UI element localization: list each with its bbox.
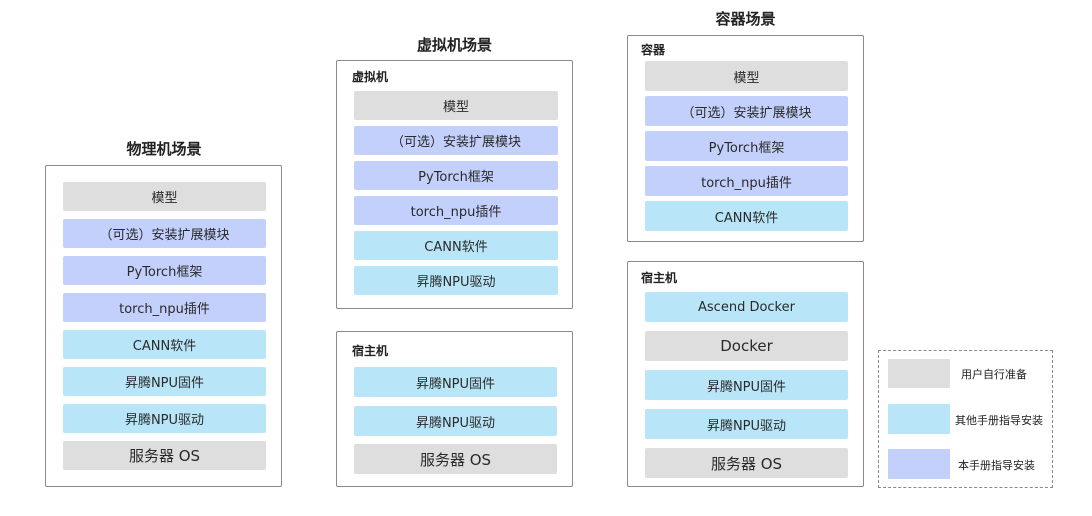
container-title: 容器场景 [715, 10, 776, 28]
legend-label-other: 其他手册指导安装 [955, 414, 1043, 427]
container-block-extension: （可选）安装扩展模块 [645, 96, 848, 126]
physical-panel: 模型 （可选）安装扩展模块 PyTorch框架 torch_npu插件 CANN… [45, 165, 282, 487]
container-guest-panel: 容器 模型 （可选）安装扩展模块 PyTorch框架 torch_npu插件 C… [627, 35, 864, 242]
physical-block-extension: （可选）安装扩展模块 [63, 219, 266, 248]
vm-guest-panel: 虚拟机 模型 （可选）安装扩展模块 PyTorch框架 torch_npu插件 … [336, 60, 573, 309]
vm-host-block-firmware: 昇腾NPU固件 [354, 367, 557, 397]
physical-block-driver: 昇腾NPU驱动 [63, 404, 266, 433]
legend: 用户自行准备 其他手册指导安装 本手册指导安装 [878, 350, 1053, 488]
container-block-pytorch: PyTorch框架 [645, 131, 848, 161]
vm-host-block-os: 服务器 OS [354, 444, 557, 474]
physical-block-firmware: 昇腾NPU固件 [63, 367, 266, 396]
container-host-panel: 宿主机 Ascend Docker Docker 昇腾NPU固件 昇腾NPU驱动… [627, 261, 864, 487]
container-guest-label: 容器 [641, 43, 666, 57]
vm-host-label: 宿主机 [352, 344, 389, 358]
vm-block-torch-npu: torch_npu插件 [354, 196, 558, 225]
physical-title: 物理机场景 [126, 140, 202, 158]
vm-block-cann: CANN软件 [354, 231, 558, 260]
physical-block-model: 模型 [63, 182, 266, 211]
vm-block-driver: 昇腾NPU驱动 [354, 266, 558, 295]
legend-swatch-user [888, 359, 950, 388]
container-host-label: 宿主机 [641, 271, 678, 285]
container-host-block-firmware: 昇腾NPU固件 [645, 370, 848, 400]
legend-swatch-other [888, 404, 950, 434]
container-block-cann: CANN软件 [645, 201, 848, 231]
vm-block-pytorch: PyTorch框架 [354, 161, 558, 190]
vm-host-panel: 宿主机 昇腾NPU固件 昇腾NPU驱动 服务器 OS [336, 331, 573, 487]
physical-block-pytorch: PyTorch框架 [63, 256, 266, 285]
physical-block-torch-npu: torch_npu插件 [63, 293, 266, 322]
container-host-block-driver: 昇腾NPU驱动 [645, 409, 848, 439]
container-block-model: 模型 [645, 61, 848, 91]
physical-block-os: 服务器 OS [63, 441, 266, 470]
vm-block-model: 模型 [354, 91, 558, 120]
legend-swatch-this [888, 449, 950, 479]
physical-block-cann: CANN软件 [63, 330, 266, 359]
vm-guest-label: 虚拟机 [352, 70, 389, 84]
container-host-block-os: 服务器 OS [645, 448, 848, 478]
legend-label-this: 本手册指导安装 [958, 459, 1035, 472]
legend-label-user: 用户自行准备 [961, 368, 1027, 381]
container-block-torch-npu: torch_npu插件 [645, 166, 848, 196]
container-host-block-ascend-docker: Ascend Docker [645, 292, 848, 322]
vm-title: 虚拟机场景 [416, 36, 492, 54]
vm-block-extension: （可选）安装扩展模块 [354, 126, 558, 155]
container-host-block-docker: Docker [645, 331, 848, 361]
vm-host-block-driver: 昇腾NPU驱动 [354, 406, 557, 436]
